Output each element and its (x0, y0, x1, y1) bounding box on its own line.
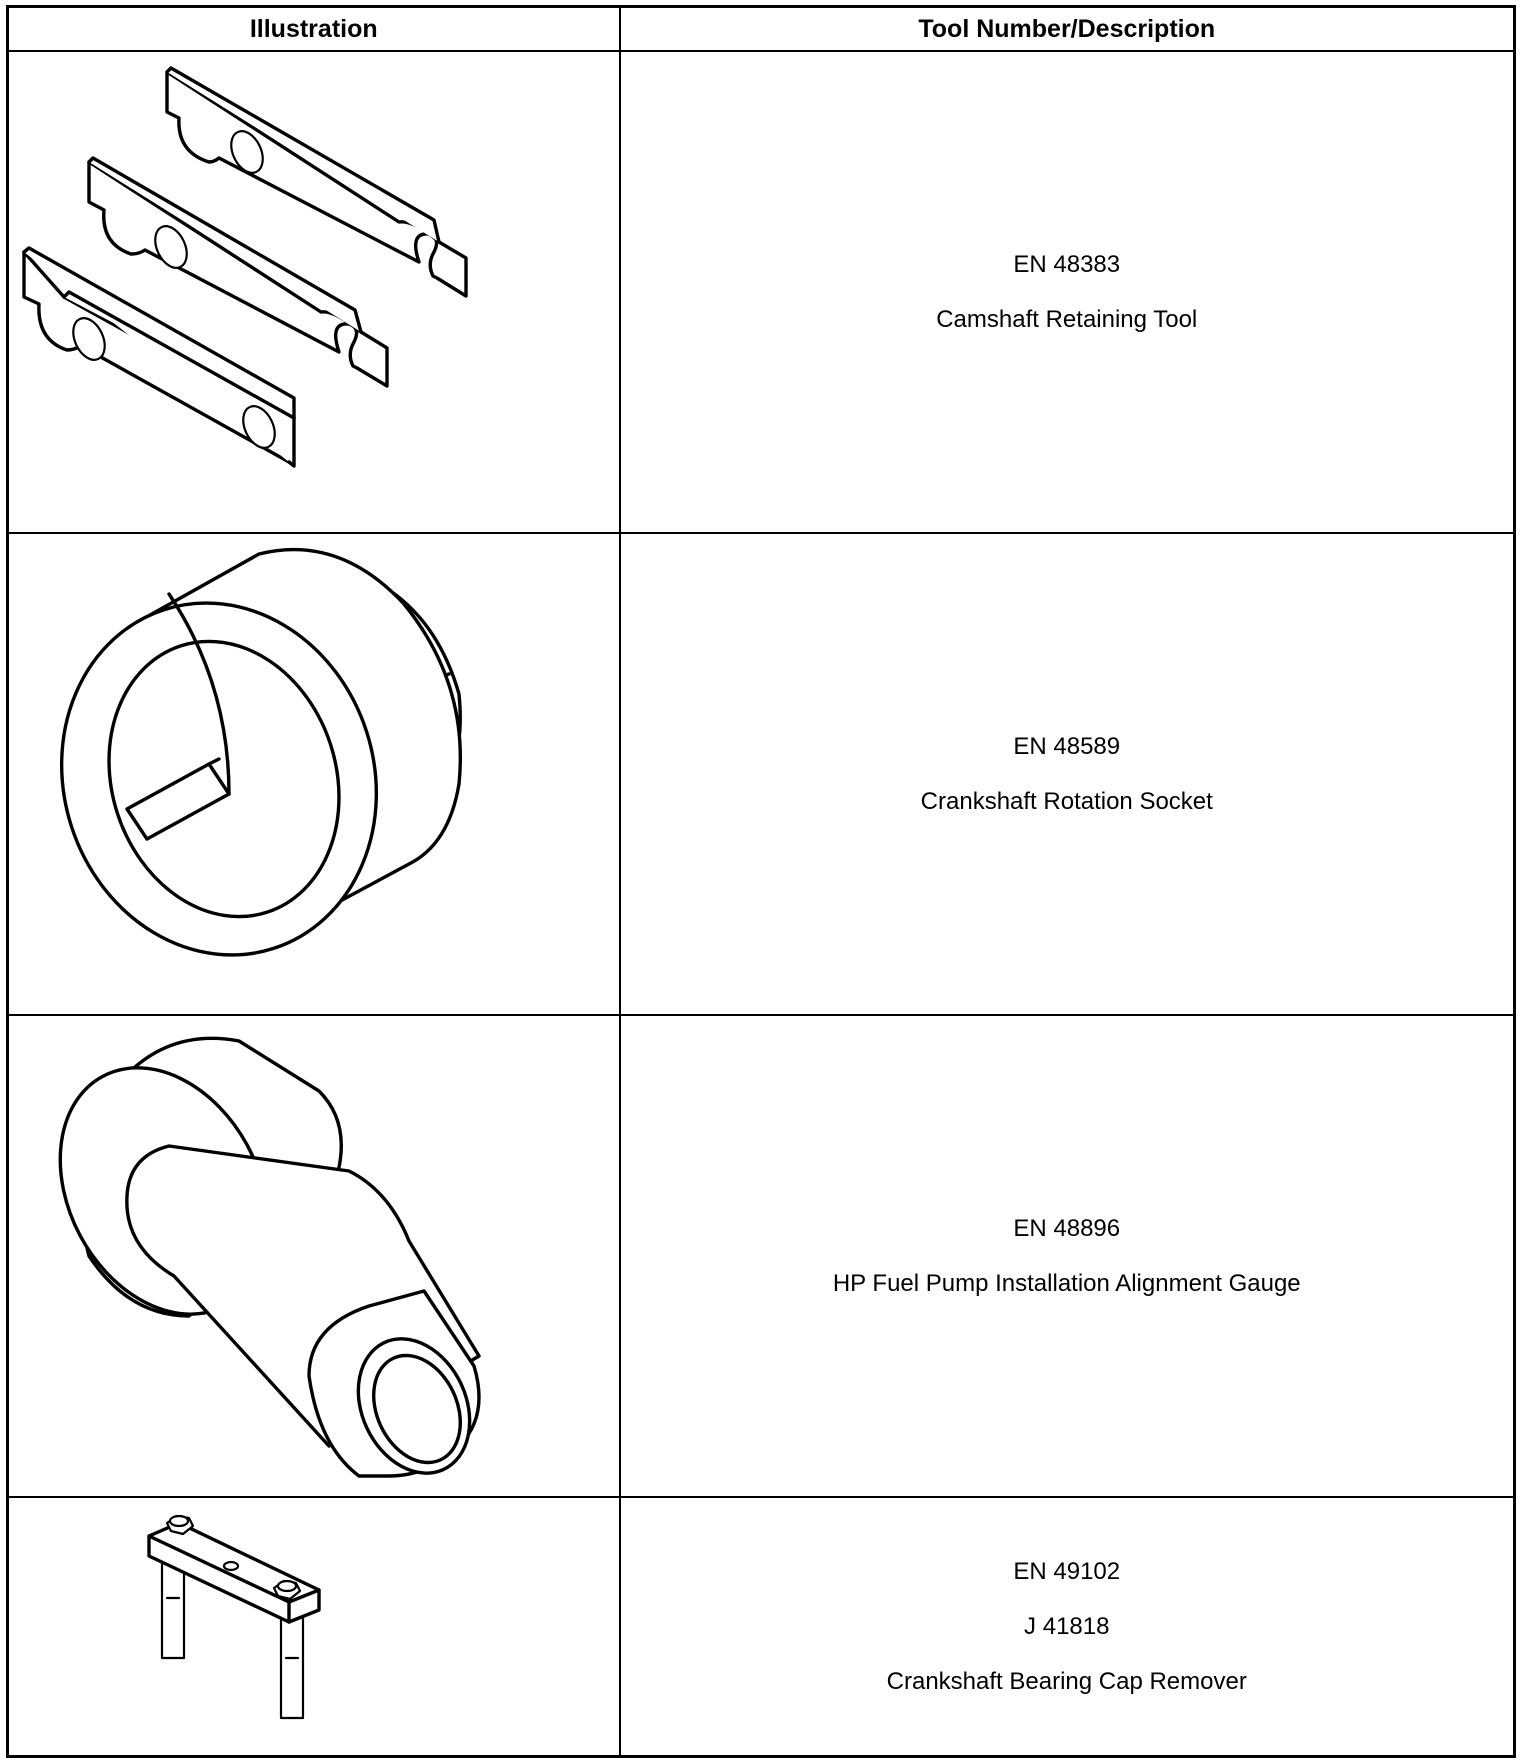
remover-right-leg (279, 1606, 305, 1720)
tool-alt-number: J 41818 (1024, 1612, 1110, 1640)
remover-right-bolt (272, 1579, 302, 1601)
header-tool-description: Tool Number/Description (618, 5, 1516, 52)
tool-number: EN 48589 (1013, 732, 1121, 760)
retaining-plate-back (165, 66, 468, 298)
special-tools-table: Illustration Tool Number/Description (6, 5, 1516, 1758)
tool-description: Crankshaft Rotation Socket (920, 787, 1213, 815)
tool-description: HP Fuel Pump Installation Alignment Gaug… (832, 1269, 1301, 1297)
tool-number: EN 48896 (1013, 1214, 1121, 1242)
table-row: EN 48383 Camshaft Retaining Tool (6, 50, 1516, 534)
bearing-cap-remover-illustration (147, 1514, 321, 1720)
description-cell: EN 48589 Crankshaft Rotation Socket (618, 532, 1516, 1016)
tool-description: Camshaft Retaining Tool (936, 305, 1198, 333)
description-cell: EN 48383 Camshaft Retaining Tool (618, 50, 1516, 534)
table-row: EN 48896 HP Fuel Pump Installation Align… (6, 1014, 1516, 1498)
description-cell: EN 49102 J 41818 Crankshaft Bearing Cap … (618, 1496, 1516, 1758)
retaining-plate-middle (87, 156, 389, 388)
tool-description: Crankshaft Bearing Cap Remover (886, 1667, 1247, 1695)
illustration-cell (6, 50, 621, 534)
tool-number: EN 48383 (1013, 250, 1121, 278)
tool-number: EN 49102 (1013, 1557, 1121, 1585)
fuel-pump-alignment-gauge-illustration (58, 1036, 481, 1478)
description-cell: EN 48896 HP Fuel Pump Installation Align… (618, 1014, 1516, 1498)
remover-left-bolt (165, 1514, 195, 1536)
table-row: EN 49102 J 41818 Crankshaft Bearing Cap … (6, 1496, 1516, 1758)
illustration-cell (6, 1014, 621, 1498)
illustration-cell (6, 532, 621, 1016)
socket-inner-bore (107, 639, 341, 919)
illustration-cell (6, 1496, 621, 1758)
header-illustration: Illustration (6, 5, 621, 52)
crankshaft-rotation-socket-illustration (59, 547, 463, 957)
camshaft-retaining-plates-illustration (22, 66, 468, 468)
table-row: EN 48589 Crankshaft Rotation Socket (6, 532, 1516, 1016)
header-row: Illustration Tool Number/Description (6, 5, 1516, 52)
retaining-plate-front (22, 246, 296, 468)
